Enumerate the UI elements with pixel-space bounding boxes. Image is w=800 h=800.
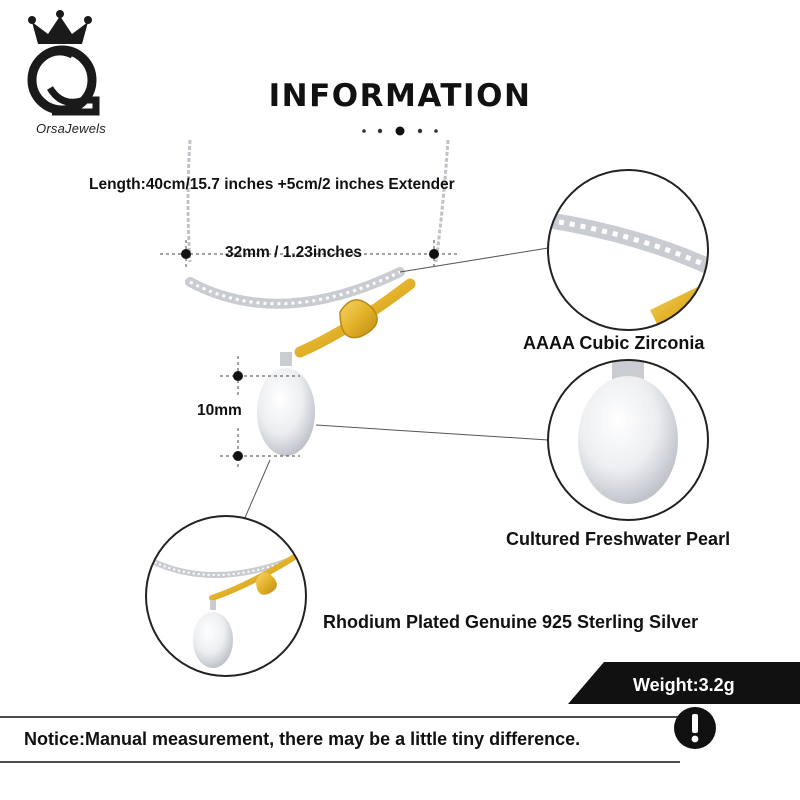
length-label: Length:40cm/15.7 inches +5cm/2 inches Ex…	[89, 176, 455, 193]
zirconia-zoom-circle	[547, 169, 709, 331]
pearl-feature-label: Cultured Freshwater Pearl	[506, 529, 731, 549]
weight-label: Weight:3.2g	[633, 675, 735, 695]
brand-name: OrsaJewels	[36, 121, 106, 136]
width-label: 32mm / 1.23inches	[225, 244, 362, 261]
notice-text: Notice:Manual measurement, there may be …	[24, 729, 581, 749]
material-feature-label: Rhodium Plated Genuine 925 Sterling Silv…	[323, 612, 699, 632]
crown-logo-icon	[27, 10, 100, 116]
stone-feature-label: AAAA Cubic Zirconia	[523, 333, 705, 353]
pearl-zoom-circle	[547, 359, 709, 521]
weight-banner	[568, 662, 800, 704]
full-piece-zoom-circle	[145, 515, 307, 677]
title-divider-dots	[362, 126, 438, 136]
page-title: INFORMATION	[268, 78, 532, 114]
warning-icon	[674, 707, 716, 749]
pearl-size-label: 10mm	[197, 402, 242, 419]
